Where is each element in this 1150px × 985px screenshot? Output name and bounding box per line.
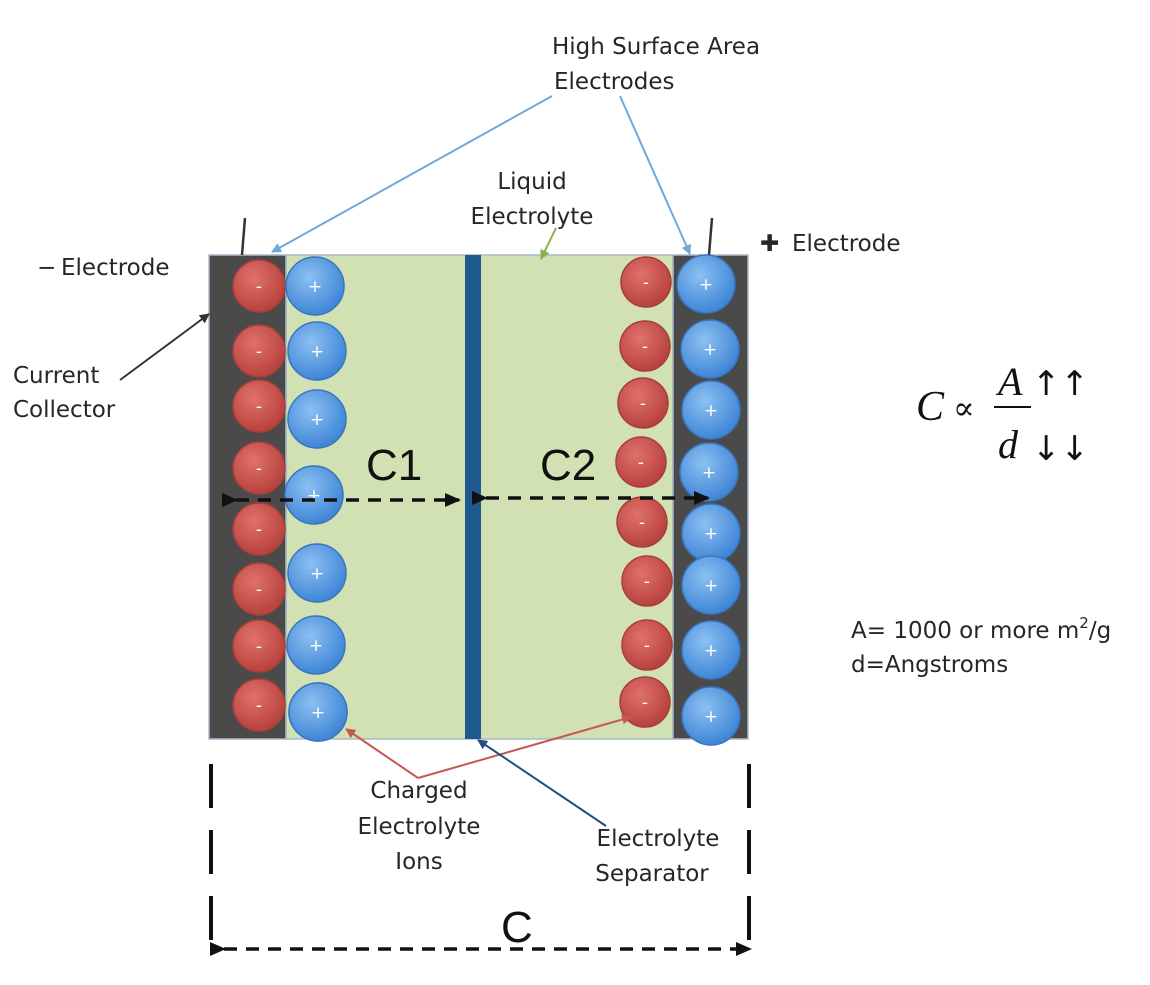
left-positive-ion [287, 389, 347, 449]
left-positive-ion [286, 615, 346, 675]
left-positive-ion [287, 543, 347, 603]
current-collector-label-2: Collector [13, 397, 116, 423]
formula-denominator: d [998, 422, 1019, 467]
left-negative-ion-sign: - [256, 277, 262, 297]
right-negative-ion [615, 436, 667, 488]
high-surface-area-label: High Surface Area [552, 34, 760, 60]
area-note-unit: /g [1089, 618, 1111, 644]
leader-ions-left [345, 728, 419, 779]
right-positive-ion-sign: + [704, 401, 718, 421]
right-negative-ion [619, 676, 671, 728]
high-surface-area-label-2: Electrodes [554, 69, 675, 95]
right-negative-ion-sign: - [643, 273, 649, 293]
separator-label: Electrolyte [597, 826, 720, 852]
capacitance-formula: C ∝ A d ↑↑ ↓↓ [916, 359, 1089, 469]
right-positive-ion-sign: + [702, 463, 716, 483]
right-positive-ion [681, 555, 741, 615]
right-negative-ion-sign: - [638, 453, 644, 473]
left-negative-ion-sign: - [256, 520, 262, 540]
leader-ions-right [417, 714, 632, 779]
right-negative-ion [617, 377, 669, 429]
left-negative-ion-sign: - [256, 637, 262, 657]
right-negative-ion-sign: - [642, 693, 648, 713]
right-positive-ion-sign: + [699, 275, 713, 295]
left-negative-ion-sign: - [256, 580, 262, 600]
left-positive-ion-sign: + [307, 486, 321, 506]
leader-high-surface-left [271, 95, 553, 253]
c1-label: C1 [366, 441, 422, 490]
formula-lhs: C [916, 384, 945, 430]
current-collector-label: Current [13, 363, 99, 389]
right-positive-ion [680, 319, 740, 379]
left-negative-ion [232, 619, 286, 673]
leader-high-surface-right [619, 95, 691, 255]
left-negative-ion-sign: - [256, 397, 262, 417]
separator-label-2: Separator [595, 861, 709, 887]
leader-liquid-electrolyte [540, 227, 557, 260]
left-positive-ion-sign: + [310, 564, 324, 584]
area-note-text: A= 1000 or more m [851, 618, 1079, 644]
liquid-electrolyte-label: Liquid [497, 169, 566, 195]
charged-ions-label-3: Ions [395, 849, 442, 875]
formula-numerator: A [995, 359, 1023, 404]
ion-layer: --------++++++++--------++++++++ [232, 254, 741, 746]
liquid-electrolyte-label-2: Electrolyte [471, 204, 594, 230]
leader-separator [477, 739, 607, 827]
formula-up-arrows: ↑↑ [1032, 364, 1089, 404]
right-negative-ion-sign: - [642, 337, 648, 357]
left-negative-ion [232, 324, 286, 378]
right-positive-ion-sign: + [703, 340, 717, 360]
right-negative-ion-sign: - [644, 572, 650, 592]
left-positive-ion-sign: + [311, 703, 325, 723]
positive-electrode-label: Electrode [792, 231, 901, 257]
left-negative-ion [232, 259, 286, 313]
left-negative-ion [232, 379, 286, 433]
area-note: A= 1000 or more m2/g [851, 614, 1111, 644]
left-positive-ion-sign: + [309, 636, 323, 656]
c2-label: C2 [540, 441, 596, 490]
electrolyte-separator [465, 255, 481, 739]
left-negative-ion-sign: - [256, 696, 262, 716]
right-positive-ion [681, 380, 741, 440]
left-positive-ion-sign: + [310, 342, 324, 362]
leader-current-collector [119, 313, 210, 381]
left-negative-ion [232, 562, 286, 616]
right-negative-ion-sign: - [644, 636, 650, 656]
left-positive-ion [288, 682, 348, 742]
right-positive-ion [681, 620, 741, 680]
left-positive-ion [285, 256, 345, 316]
formula-down-arrows: ↓↓ [1032, 429, 1089, 469]
right-positive-ion-sign: + [704, 707, 718, 727]
right-negative-ion-sign: - [639, 513, 645, 533]
right-positive-ion-sign: + [704, 641, 718, 661]
c-total-label: C [501, 903, 533, 952]
negative-electrode-label: Electrode [61, 255, 170, 281]
formula-proportional: ∝ [953, 389, 975, 427]
area-note-exponent: 2 [1079, 614, 1089, 632]
charged-ions-label: Charged [370, 778, 467, 804]
positive-sign: ✚ [760, 231, 779, 257]
right-positive-ion [676, 254, 736, 314]
right-negative-ion-sign: - [640, 394, 646, 414]
charged-ions-label-2: Electrolyte [358, 814, 481, 840]
right-positive-ion-sign: + [704, 524, 718, 544]
left-negative-ion-sign: - [256, 342, 262, 362]
right-positive-ion-sign: + [704, 576, 718, 596]
right-positive-ion [681, 686, 741, 746]
right-negative-ion [621, 555, 673, 607]
distance-note: d=Angstroms [851, 652, 1008, 678]
left-negative-ion-sign: - [256, 459, 262, 479]
left-negative-ion [232, 678, 286, 732]
left-positive-ion [287, 321, 347, 381]
right-negative-ion [621, 619, 673, 671]
negative-terminal-lead [240, 217, 247, 256]
right-negative-ion [619, 320, 671, 372]
left-positive-ion-sign: + [308, 277, 322, 297]
negative-sign: − [37, 255, 56, 281]
left-positive-ion-sign: + [310, 410, 324, 430]
right-negative-ion [620, 256, 672, 308]
positive-terminal-lead [707, 217, 714, 256]
